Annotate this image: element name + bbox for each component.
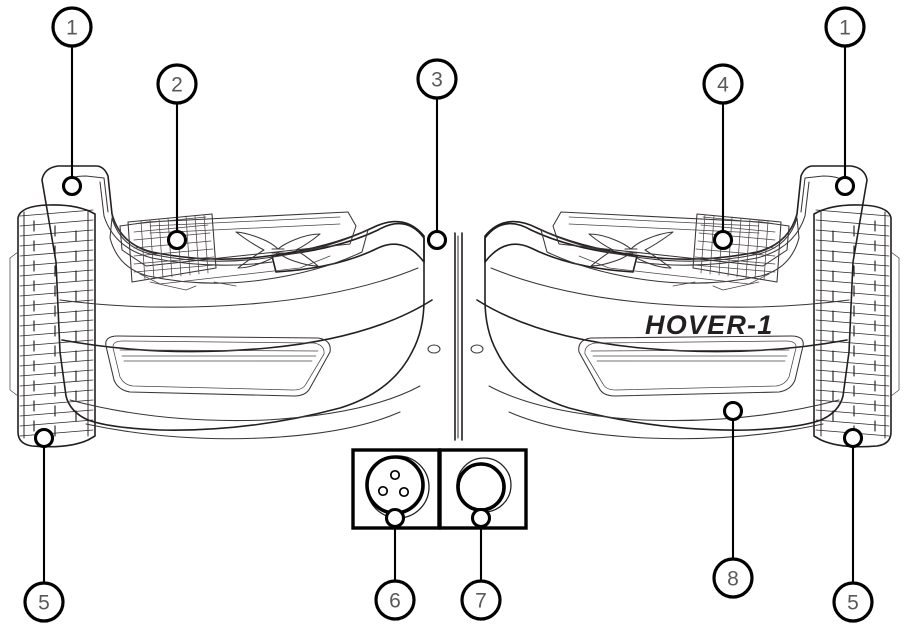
callout-number: 5 <box>38 592 50 615</box>
callout-fender-left[interactable]: 1 <box>51 6 93 197</box>
callout-number: 1 <box>66 17 78 40</box>
anchor-dot <box>384 507 406 529</box>
callout-circle[interactable] <box>824 6 866 48</box>
callout-number: 2 <box>171 74 183 97</box>
callout-lower-body-shell[interactable]: 8 <box>712 400 754 599</box>
anchor-dot <box>712 229 734 251</box>
callout-center-pivot-joint[interactable]: 3 <box>416 58 458 251</box>
anchor-dot <box>166 229 188 251</box>
charging-pin-left <box>377 485 389 497</box>
callout-circle[interactable] <box>23 581 65 623</box>
tire-studs-right <box>832 220 876 437</box>
anchor-dot <box>61 175 83 197</box>
callout-circle[interactable] <box>712 557 754 599</box>
callout-number: 8 <box>727 568 739 591</box>
callout-circle[interactable] <box>832 581 874 623</box>
x-motif-left <box>235 231 321 269</box>
callout-circle[interactable] <box>374 579 416 621</box>
led-light-bar-left <box>105 335 331 397</box>
led-light-bar-right <box>578 335 804 397</box>
anchor-dot <box>722 400 744 422</box>
anchor-dot <box>842 427 864 449</box>
brand-logo: HOVER-1 <box>645 310 773 340</box>
callout-circle[interactable] <box>702 63 744 105</box>
callout-number: 3 <box>431 69 443 92</box>
grip-ribs-left <box>127 213 217 283</box>
anchor-dot <box>426 229 448 251</box>
callout-number: 1 <box>839 17 851 40</box>
anchor-dot <box>33 427 55 449</box>
callout-foot-pad-right[interactable]: 4 <box>702 63 744 251</box>
callout-number: 4 <box>717 74 729 97</box>
callout-number: 7 <box>475 590 487 613</box>
tire-tread-right <box>815 209 890 437</box>
callout-fender-right[interactable]: 1 <box>824 6 866 197</box>
tire-tread-left <box>19 209 94 437</box>
anchor-dot <box>470 507 492 529</box>
callout-wheel-tire-right[interactable]: 5 <box>832 427 874 623</box>
charging-pin-top <box>389 469 401 481</box>
callout-number: 6 <box>389 590 401 613</box>
callout-circle[interactable] <box>156 63 198 105</box>
wheel-right <box>813 204 900 448</box>
x-motif-right <box>588 231 674 269</box>
callout-power-button[interactable]: 7 <box>460 507 502 621</box>
charging-pin-right <box>398 486 410 498</box>
callout-foot-pad-left[interactable]: 2 <box>156 63 198 251</box>
callout-layer: 1 2 3 4 1 5 5 8 6 7 <box>23 6 874 623</box>
callout-charging-port[interactable]: 6 <box>374 507 416 621</box>
callout-wheel-tire-left[interactable]: 5 <box>23 427 65 623</box>
callout-number: 5 <box>847 592 859 615</box>
anchor-dot <box>834 175 856 197</box>
callout-circle[interactable] <box>416 58 458 100</box>
callout-circle[interactable] <box>51 6 93 48</box>
callout-circle[interactable] <box>460 579 502 621</box>
chassis-body <box>41 165 868 441</box>
